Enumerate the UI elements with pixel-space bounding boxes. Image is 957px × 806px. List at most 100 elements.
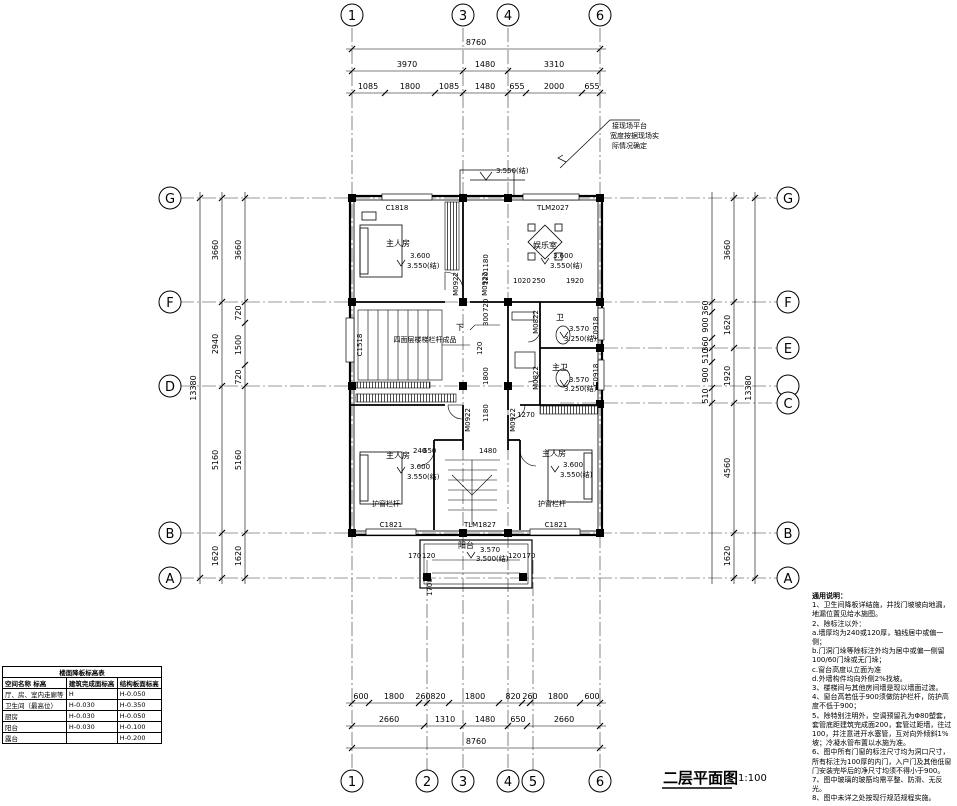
grid-right-e: E — [784, 342, 792, 357]
room-se-elev1: 3.600 — [563, 461, 583, 469]
dim-right-outer-1: 3660 — [723, 240, 732, 260]
general-notes: 通用说明： 1、卫生间降板详结施，并找门坡坡向地漏，地漏位置见给水施图。 2、除… — [812, 592, 954, 804]
balcony-outline — [419, 539, 533, 589]
door-swings — [417, 271, 541, 467]
windows — [345, 193, 605, 536]
dim-bottom-fine-8: 1800 — [548, 692, 568, 701]
door-m0822-a-label: M0822 — [532, 310, 540, 334]
dim-top-fine-2: 1800 — [400, 82, 420, 91]
grid-top-1: 1 — [348, 9, 356, 24]
dim-left-inner-2: 720 — [234, 305, 243, 320]
bed-sw — [359, 451, 403, 505]
dim-bottom-fine-3: 260 — [415, 692, 430, 701]
dim-left-outer-2: 2940 — [211, 334, 220, 354]
room-nw-elev1: 3.600 — [410, 252, 430, 260]
dim-top-mid-1: 3970 — [397, 60, 417, 69]
dim-left-inner-5: 5160 — [234, 450, 243, 470]
room-se-elev2: 3.550(结) — [560, 470, 593, 479]
notes-line-12: 8、图中未详之处按现行规范规程实施。 — [812, 794, 936, 803]
room-nw-elev2: 3.550(结) — [407, 261, 440, 270]
stair-note: 四面层楼梯栏杆成品 — [394, 335, 457, 344]
drawing-scale: 1:100 — [738, 773, 767, 784]
room-leisure: 娱乐室 3.600 3.550(结) — [533, 240, 583, 270]
grid-left-f: F — [166, 296, 173, 311]
grid-bottom-5: 5 — [529, 775, 537, 790]
int-dim-1270: 1270 — [517, 411, 535, 419]
dim-bottom-fine-2: 1800 — [384, 692, 404, 701]
stair — [357, 309, 500, 525]
room-bath-b-name: 主卫 — [552, 362, 568, 372]
grid-left-a: A — [166, 572, 175, 587]
notes-line-11: 7、图中玻璃的玻筋均需平整、防滑、无反光。 — [812, 776, 943, 794]
room-bath-b-elev2: 3.250(结) — [564, 384, 597, 393]
dim-right-inner-3: 360 — [701, 336, 710, 351]
dim-top-mid-2: 1480 — [475, 60, 495, 69]
int-dim-720: 720 — [482, 299, 490, 312]
notes-line-3: a.墙厚均为240或120厚，轴线居中或偏一侧； — [812, 628, 944, 647]
grid-bottom-4: 4 — [504, 775, 512, 790]
room-balcony-elev2: 3.500(结) — [476, 554, 509, 563]
dim-top-mid-3: 3310 — [544, 60, 564, 69]
int-dim-1180-b: 1180 — [482, 404, 490, 422]
room-balcony: 阳台 3.570 3.500(结) — [458, 540, 509, 563]
door-m0922-d-label: M0922 — [509, 408, 517, 432]
dim-right-outer-4: 4560 — [723, 458, 732, 478]
room-se: 主人房 3.600 3.550(结) — [542, 448, 593, 479]
dim-top-fine-6: 2000 — [544, 82, 564, 91]
room-sw-elev2: 3.550(结) — [407, 472, 440, 481]
grid-bottom-3: 3 — [459, 775, 467, 790]
grid-right-a: A — [784, 572, 793, 587]
window-tlm2027-label: TLM2027 — [536, 204, 569, 212]
door-m0922-a-label: M0922 — [452, 272, 460, 296]
room-balcony-name: 阳台 — [458, 540, 474, 550]
room-leisure-elev1: 3.600 — [553, 252, 573, 260]
dim-bottom-fine-4: 820 — [430, 692, 445, 701]
dim-top-fine-7: 655 — [584, 82, 599, 91]
grid-bubbles-left — [158, 186, 182, 590]
int-dim-1920: 1920 — [566, 277, 584, 285]
grid-left-d: D — [165, 380, 175, 395]
int-dim-1700: 1700 — [426, 578, 434, 596]
bed-se — [547, 449, 593, 503]
int-dim-170-a: 170 — [408, 552, 421, 560]
window-c1821-left-label: C1821 — [380, 521, 403, 529]
dim-bottom-mid-5: 2660 — [554, 715, 574, 724]
dim-bottom-fine-7: 260 — [522, 692, 537, 701]
room-bath-a: 卫 3.570 3.250(结) — [556, 313, 597, 343]
door-m0922-c-label: M0922 — [464, 408, 472, 432]
door-m0822-b-label: M0822 — [532, 366, 540, 390]
dim-bottom-total: 8760 — [466, 737, 486, 746]
interior-walls — [350, 198, 602, 530]
legend-header-space: 空间名称 标高 — [2, 677, 67, 689]
room-sw-elev1: 3.600 — [410, 463, 430, 471]
notes-line-5: c.窗台高度以立面为准 — [812, 665, 882, 674]
dim-right-outer-2: 1620 — [723, 315, 732, 335]
dim-left-total: 13380 — [189, 375, 198, 400]
int-dim-120-c: 120 — [422, 552, 435, 560]
dim-left-inner-4: 720 — [234, 369, 243, 384]
dim-bottom-fine-1: 600 — [353, 692, 368, 701]
notes-line-1: 1、卫生间降板详结施，并找门坡坡向地漏，地漏位置见给水施图。 — [812, 601, 950, 619]
legend-caption: 楼面降板标高表 — [2, 666, 162, 678]
room-leisure-name: 娱乐室 — [533, 240, 557, 250]
dim-bottom-fine-5: 1800 — [465, 692, 485, 701]
grid-lines — [180, 28, 778, 770]
drawing-title: 二层平面图 — [663, 769, 738, 787]
grid-right-g: G — [783, 192, 793, 207]
int-dim-650: 650 — [423, 447, 436, 455]
door-tlm1827-label: TLM1827 — [463, 521, 496, 529]
dim-left-inner-1: 3660 — [234, 240, 243, 260]
dim-top-fine-4: 1480 — [475, 82, 495, 91]
int-dim-1480: 1480 — [479, 447, 497, 455]
bath-fixtures — [511, 311, 571, 388]
room-nw-name: 主人房 — [386, 238, 410, 248]
room-bath-a-elev2: 3.250(结) — [564, 334, 597, 343]
room-sw: 主人房 3.600 3.550(结) — [386, 450, 440, 481]
int-dim-170-b: 170 — [522, 552, 535, 560]
grid-bottom-6: 6 — [596, 775, 604, 790]
int-dim-120-d: 120 — [508, 552, 521, 560]
int-dim-120-a: 120 — [482, 272, 490, 285]
